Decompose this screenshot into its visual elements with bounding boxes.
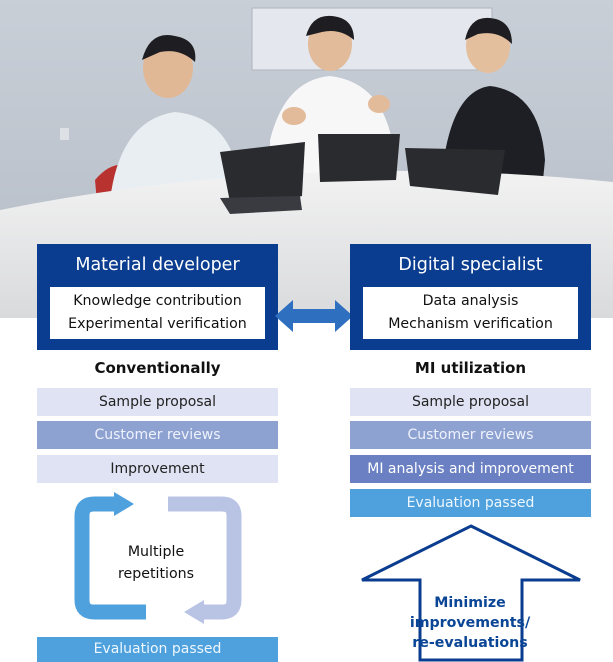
mi-step-sample-proposal: Sample proposal	[350, 388, 591, 416]
multiple-repetitions-label: Multiple repetitions	[96, 541, 216, 585]
collaboration-double-arrow-icon	[275, 300, 353, 332]
material-developer-box: Material developer Knowledge contributio…	[37, 244, 278, 350]
house-label-line3: re-evaluations	[412, 635, 528, 651]
digital-specialist-roles: Data analysis Mechanism verification	[363, 287, 578, 339]
material-developer-title: Material developer	[75, 255, 240, 275]
conventionally-heading: Conventionally	[94, 359, 221, 377]
conventional-step-sample-proposal: Sample proposal	[37, 388, 278, 416]
cycle-label-line2: repetitions	[117, 566, 195, 582]
conventional-step-customer-reviews: Customer reviews	[37, 421, 278, 449]
cycle-label-line1: Multiple	[127, 544, 185, 560]
conventional-step-improvement: Improvement	[37, 455, 278, 483]
digital-specialist-box: Digital specialist Data analysis Mechani…	[350, 244, 591, 350]
role-mechanism-verification: Mechanism verification	[388, 316, 553, 332]
mi-utilization-heading: MI utilization	[414, 359, 527, 377]
house-label-line1: Minimize	[434, 595, 506, 611]
minimize-house-arrow-icon	[361, 524, 581, 662]
mi-step-analysis-improvement: MI analysis and improvement	[350, 455, 591, 483]
mi-step-customer-reviews: Customer reviews	[350, 421, 591, 449]
minimize-reevaluations-label: Minimize improvements/ re-evaluations	[395, 593, 545, 653]
digital-specialist-title: Digital specialist	[398, 255, 543, 275]
mi-evaluation-passed: Evaluation passed	[350, 489, 591, 517]
team-photo	[0, 0, 613, 318]
material-developer-roles: Knowledge contribution Experimental veri…	[50, 287, 265, 339]
role-experimental-verification: Experimental verification	[68, 316, 247, 332]
role-knowledge-contribution: Knowledge contribution	[73, 293, 242, 309]
repetition-cycle-arrows-icon	[74, 492, 242, 624]
role-data-analysis: Data analysis	[422, 293, 519, 309]
house-label-line2: improvements/	[409, 615, 531, 631]
conventional-evaluation-passed: Evaluation passed	[37, 637, 278, 662]
